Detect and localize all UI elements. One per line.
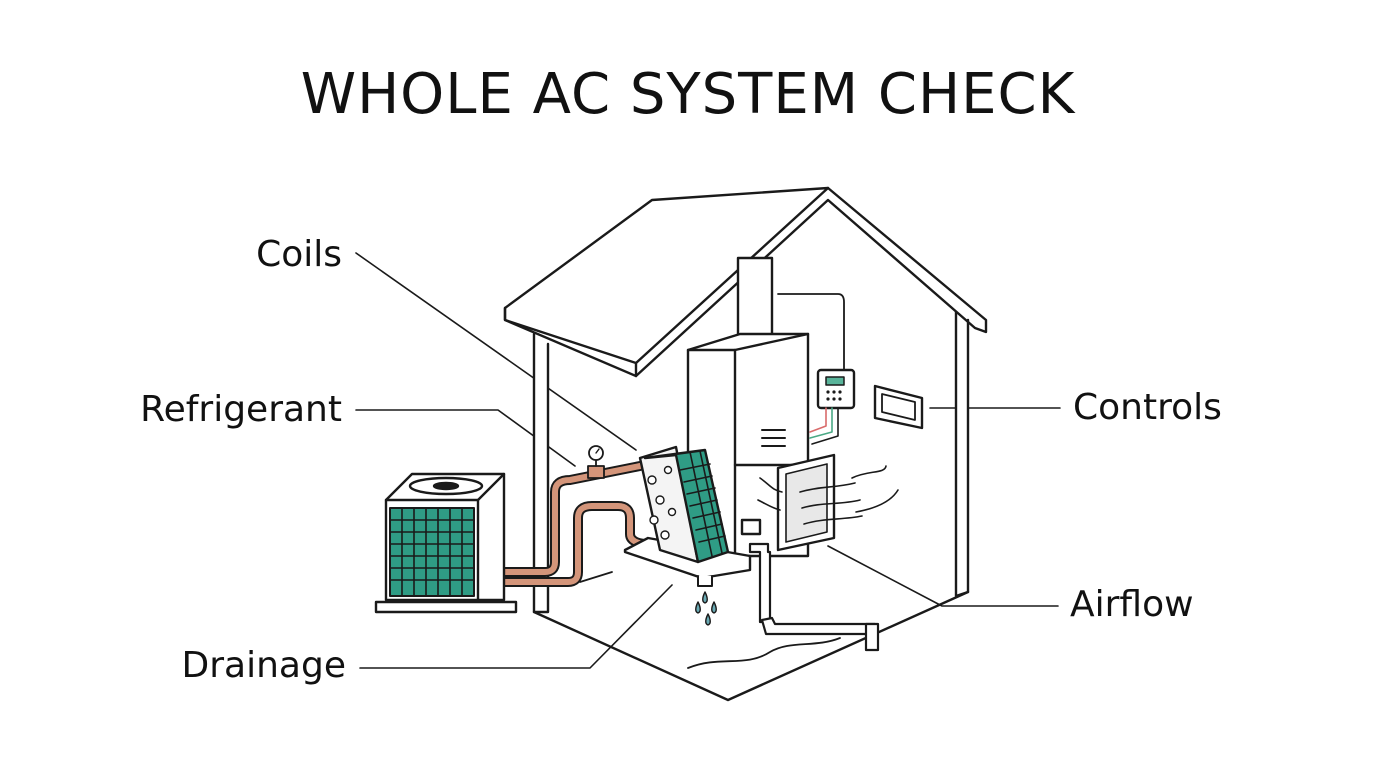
airflow-lines: [757, 465, 899, 525]
water-drops-icon: [695, 591, 717, 626]
thermostat-icon: [873, 384, 924, 430]
leader-coils: [355, 252, 637, 451]
leader-lines: [355, 252, 1061, 669]
drain-pipe-icon: [748, 542, 880, 652]
house-right-wall: [954, 310, 970, 598]
refrigerant-pipes: [500, 461, 669, 587]
outdoor-condenser-icon: [374, 472, 518, 614]
drain-valve: [740, 518, 762, 536]
house-roof-edge: [503, 306, 638, 378]
floor-detail: [579, 571, 613, 583]
label-controls: Controls: [1073, 387, 1222, 428]
leader-drainage: [359, 584, 673, 669]
house-icon: [503, 186, 988, 702]
label-airflow: Airflow: [1070, 584, 1194, 625]
air-filter-icon: [776, 453, 836, 552]
pressure-gauge-icon: [587, 445, 605, 479]
control-wire: [777, 293, 845, 373]
label-refrigerant: Refrigerant: [140, 389, 342, 430]
control-panel-icon: [816, 368, 856, 410]
label-drainage: Drainage: [181, 645, 346, 686]
leader-airflow: [827, 545, 1059, 607]
house-floor: [532, 590, 970, 702]
page-title: WHOLE AC SYSTEM CHECK: [300, 62, 1076, 127]
house-left-wall: [532, 332, 550, 614]
panel-wires: [809, 407, 839, 445]
label-coils: Coils: [256, 234, 342, 275]
furnace-flue: [736, 256, 774, 346]
leader-refrigerant: [355, 409, 576, 467]
evaporator-coil-icon: [623, 445, 752, 587]
floor-squiggle: [687, 637, 841, 669]
house-roof-back: [634, 186, 988, 378]
